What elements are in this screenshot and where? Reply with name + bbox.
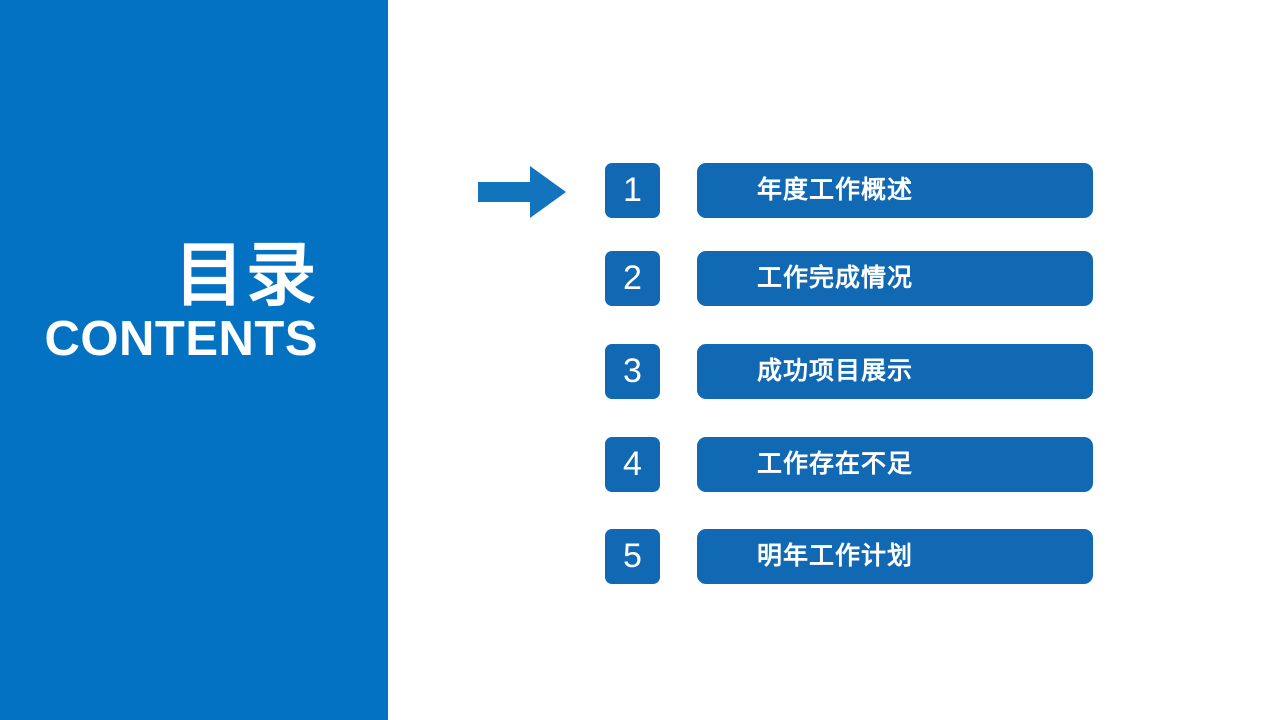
- list-item[interactable]: 3 成功项目展示: [605, 344, 1280, 399]
- toc-item-label: 工作存在不足: [757, 450, 914, 478]
- toc-item-label: 成功项目展示: [757, 357, 914, 385]
- title-block: 目录 CONTENTS: [0, 238, 318, 366]
- toc-label-bar[interactable]: 明年工作计划: [697, 529, 1093, 584]
- arrow-right-icon: [478, 166, 566, 218]
- contents-list-area: 1 年度工作概述 2 工作完成情况 3 成功项目展示 4 工作存在不足 5: [388, 0, 1280, 720]
- list-item[interactable]: 1 年度工作概述: [605, 163, 1280, 218]
- toc-item-label: 工作完成情况: [757, 264, 914, 292]
- toc-item-label: 年度工作概述: [757, 176, 914, 204]
- list-item[interactable]: 5 明年工作计划: [605, 529, 1280, 584]
- list-item[interactable]: 2 工作完成情况: [605, 251, 1280, 306]
- toc-number-badge: 1: [605, 163, 660, 218]
- toc-label-bar[interactable]: 工作完成情况: [697, 251, 1093, 306]
- toc-label-bar[interactable]: 成功项目展示: [697, 344, 1093, 399]
- toc-number-badge: 4: [605, 437, 660, 492]
- page-title-english: CONTENTS: [44, 312, 318, 366]
- left-title-panel: 目录 CONTENTS: [0, 0, 388, 720]
- page-title-chinese: 目录: [174, 236, 318, 314]
- toc-number-badge: 5: [605, 529, 660, 584]
- toc-number-badge: 3: [605, 344, 660, 399]
- list-item[interactable]: 4 工作存在不足: [605, 437, 1280, 492]
- toc-label-bar[interactable]: 年度工作概述: [697, 163, 1093, 218]
- toc-item-label: 明年工作计划: [757, 542, 914, 570]
- toc-number-badge: 2: [605, 251, 660, 306]
- toc-label-bar[interactable]: 工作存在不足: [697, 437, 1093, 492]
